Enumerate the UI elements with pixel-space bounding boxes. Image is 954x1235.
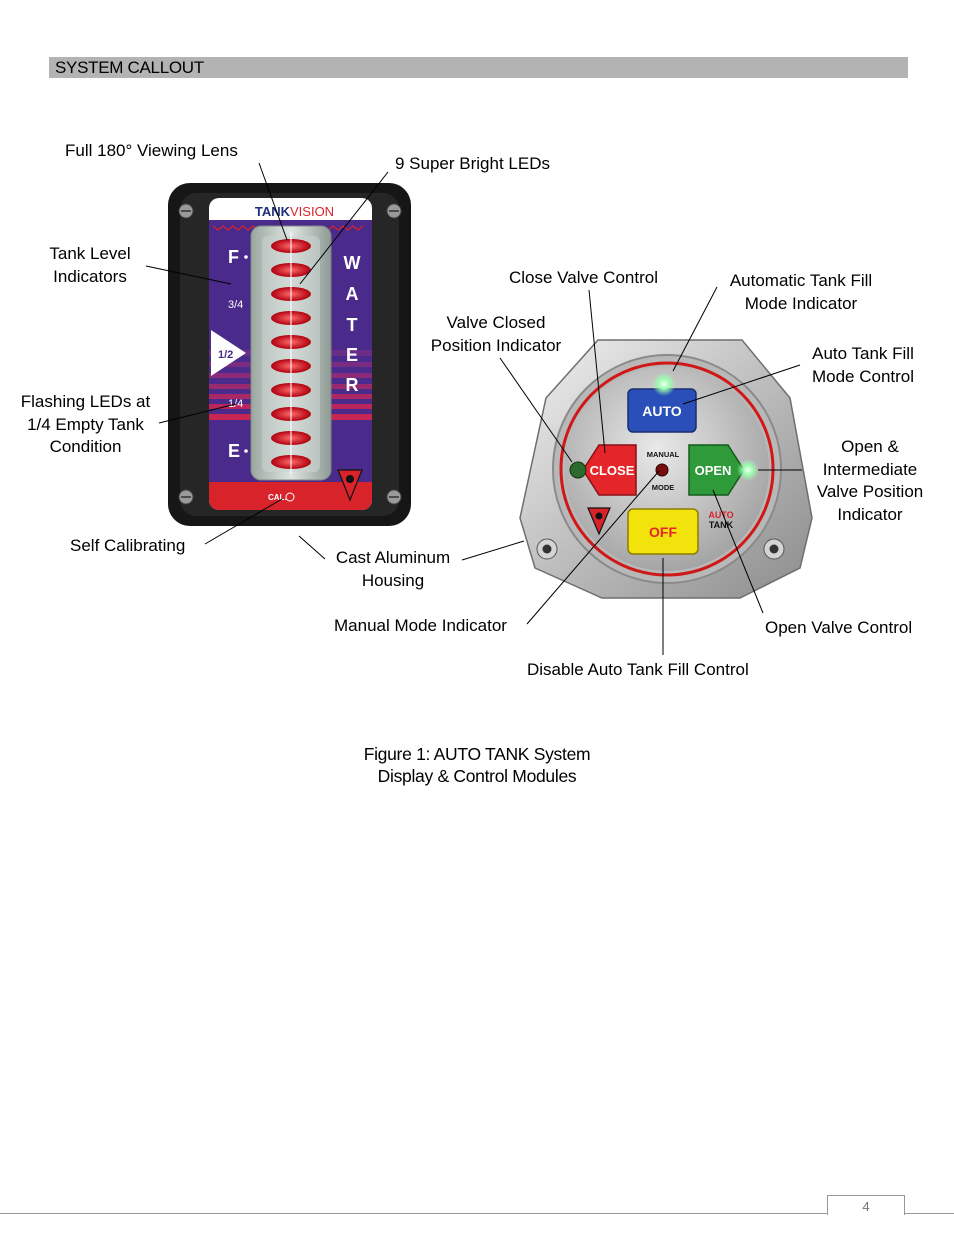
callout-manual-mode-indicator: Manual Mode Indicator <box>334 616 507 635</box>
callout-cast-aluminum: Cast Aluminum Housing <box>326 547 460 592</box>
callout-open-valve-control: Open Valve Control <box>765 618 913 637</box>
callout-self-calibrating: Self Calibrating <box>70 536 186 555</box>
callout-flashing-line3: Condition <box>49 437 122 456</box>
callout-auto-fill-control-line2: Mode Control <box>811 366 915 386</box>
callout-open-intermediate-line4: Indicator <box>837 504 903 524</box>
off-button[interactable]: OFF <box>627 508 699 555</box>
callout-auto-fill-indicator: Automatic Tank Fill Mode Indicator <box>716 270 886 315</box>
water-letter-a: A <box>346 284 359 304</box>
callout-viewing-lens: Full 180° Viewing Lens <box>65 141 238 160</box>
callout-super-bright-leds: 9 Super Bright LEDs <box>395 154 550 173</box>
callout-leader-lines <box>145 162 802 655</box>
manual-mode-indicator-light <box>655 463 669 477</box>
close-button-label: CLOSE <box>590 463 635 478</box>
auto-button[interactable]: AUTO <box>627 388 697 433</box>
callout-auto-fill-control: Auto Tank Fill Mode Control <box>800 343 926 388</box>
bird-logo-icon <box>337 469 363 502</box>
callout-valve-closed-line2: Position Indicator <box>430 335 562 355</box>
callout-open-intermediate-line2: Intermediate <box>822 459 918 479</box>
level-mark-half: 1/2 <box>218 349 233 361</box>
callout-disable-auto-fill: Disable Auto Tank Fill Control <box>527 660 749 679</box>
tank-display-module: TANK VISION F 3/4 1/2 1/4 E W A T E R <box>168 183 411 526</box>
open-button-label: OPEN <box>695 463 732 478</box>
callout-open-intermediate-indicator: Open & Intermediate Valve Position Indic… <box>806 436 934 526</box>
brand-light: VISION <box>290 204 334 219</box>
open-button[interactable]: OPEN <box>688 444 745 496</box>
level-mark-three-quarter: 3/4 <box>228 299 243 311</box>
mount-hole-icon <box>536 538 785 560</box>
open-position-indicator-light <box>737 459 759 481</box>
water-letter-t: T <box>347 315 358 335</box>
callout-tank-level-line2: Indicators <box>53 266 127 286</box>
callout-open-intermediate-line3: Valve Position <box>816 482 924 501</box>
section-title: SYSTEM CALLOUT <box>55 58 204 77</box>
callout-open-intermediate-line1: Open & <box>841 437 899 456</box>
callout-valve-closed-line1: Valve Closed <box>446 313 546 332</box>
figure-caption-line1: Figure 1: AUTO TANK System <box>363 744 591 764</box>
valve-closed-indicator-light <box>569 461 587 479</box>
auto-tank-logo-line1: AUTO <box>708 510 733 520</box>
manual-mode-label-line2: MODE <box>652 483 675 492</box>
callout-valve-closed-indicator: Valve Closed Position Indicator <box>420 312 572 357</box>
callout-auto-fill-indicator-line1: Automatic Tank Fill <box>729 271 873 290</box>
screw-icon <box>178 203 402 505</box>
auto-tank-logo-line2: TANK <box>709 520 734 530</box>
callout-flashing-leds: Flashing LEDs at 1/4 Empty Tank Conditio… <box>8 391 163 459</box>
callout-tank-level: Tank Level Indicators <box>40 243 140 288</box>
water-letter-r: R <box>346 375 359 395</box>
callout-cast-aluminum-line2: Housing <box>361 570 425 590</box>
auto-mode-indicator-light <box>652 372 676 396</box>
cal-label: CAL. <box>268 493 287 502</box>
water-letter-w: W <box>344 253 361 273</box>
water-letter-e: E <box>346 345 358 365</box>
page-number: 4 <box>827 1195 905 1215</box>
callout-close-valve-control: Close Valve Control <box>509 268 658 287</box>
figure-caption-line2: Display & Control Modules <box>377 766 577 786</box>
svg-text:VISION: VISION <box>290 204 334 219</box>
manual-mode-label-line1: MANUAL <box>647 450 680 459</box>
callout-auto-fill-indicator-line2: Mode Indicator <box>744 293 858 313</box>
level-mark-full: F <box>228 247 239 267</box>
footer-rule <box>0 1213 954 1214</box>
auto-button-label: AUTO <box>642 403 682 419</box>
callout-tank-level-line1: Tank Level <box>49 244 131 263</box>
callout-cast-aluminum-line1: Cast Aluminum <box>335 548 451 567</box>
bird-logo-icon <box>587 507 611 536</box>
svg-text:TANK: TANK <box>255 204 291 219</box>
callout-flashing-line2: 1/4 Empty Tank <box>27 414 144 434</box>
callout-auto-fill-control-line1: Auto Tank Fill <box>812 344 914 363</box>
callout-flashing-line1: Flashing LEDs at <box>20 392 151 411</box>
section-header: SYSTEM CALLOUT <box>49 57 908 78</box>
tank-control-module: AUTO CLOSE OPEN MANUAL MODE OFF AUTO <box>519 339 813 599</box>
brand-bold: TANK <box>255 204 291 219</box>
off-button-label: OFF <box>649 524 677 540</box>
level-mark-empty: E <box>228 441 240 461</box>
close-button[interactable]: CLOSE <box>582 444 637 496</box>
